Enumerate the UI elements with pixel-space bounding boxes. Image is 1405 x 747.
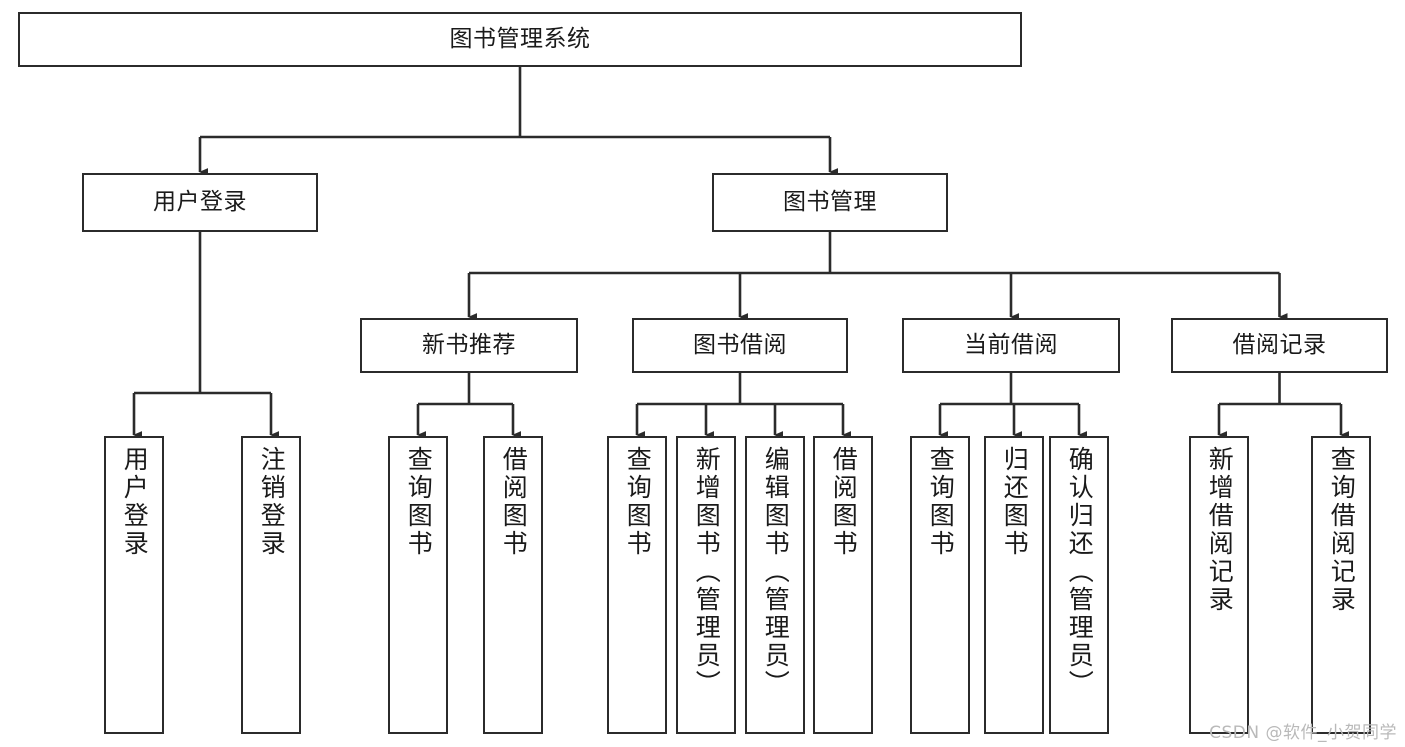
node-label-leaf-borrow-book-1: 借阅图书	[499, 446, 529, 558]
node-label-current-borrow: 当前借阅	[964, 331, 1058, 358]
node-label-leaf-query-book-3: 查询图书	[926, 446, 956, 558]
node-current-borrow[interactable]: 当前借阅	[902, 318, 1120, 373]
node-label-user-login: 用户登录	[153, 188, 247, 215]
node-book-manage[interactable]: 图书管理	[712, 173, 948, 232]
node-label-new-book-rec: 新书推荐	[422, 331, 516, 358]
node-leaf-user-login[interactable]: 用户登录	[104, 436, 164, 734]
node-leaf-add-record[interactable]: 新增借阅记录	[1189, 436, 1249, 734]
node-label-leaf-query-book-2: 查询图书	[623, 446, 653, 558]
node-label-leaf-query-record: 查询借阅记录	[1327, 446, 1357, 614]
node-label-leaf-add-book: 新增图书（管理员）	[692, 446, 722, 698]
node-leaf-confirm-return[interactable]: 确认归还（管理员）	[1049, 436, 1109, 734]
node-label-leaf-logout: 注销登录	[257, 446, 287, 558]
node-borrow-record[interactable]: 借阅记录	[1171, 318, 1388, 373]
node-label-root: 图书管理系统	[449, 25, 591, 52]
node-leaf-query-book-3[interactable]: 查询图书	[910, 436, 970, 734]
node-leaf-query-record[interactable]: 查询借阅记录	[1311, 436, 1371, 734]
node-label-borrow-record: 借阅记录	[1232, 331, 1327, 358]
node-leaf-query-book-2[interactable]: 查询图书	[607, 436, 667, 734]
node-leaf-query-book-1[interactable]: 查询图书	[388, 436, 448, 734]
node-label-leaf-confirm-return: 确认归还（管理员）	[1065, 446, 1095, 698]
node-leaf-borrow-book-2[interactable]: 借阅图书	[813, 436, 873, 734]
node-leaf-edit-book[interactable]: 编辑图书（管理员）	[745, 436, 805, 734]
node-leaf-borrow-book-1[interactable]: 借阅图书	[483, 436, 543, 734]
node-label-book-borrow: 图书借阅	[693, 331, 787, 358]
node-leaf-add-book[interactable]: 新增图书（管理员）	[676, 436, 736, 734]
node-new-book-rec[interactable]: 新书推荐	[360, 318, 578, 373]
node-label-leaf-add-record: 新增借阅记录	[1205, 446, 1235, 614]
node-label-leaf-edit-book: 编辑图书（管理员）	[761, 446, 791, 698]
node-leaf-logout[interactable]: 注销登录	[241, 436, 301, 734]
node-label-leaf-user-login: 用户登录	[120, 446, 150, 558]
node-label-leaf-return-book: 归还图书	[1000, 446, 1030, 558]
node-leaf-return-book[interactable]: 归还图书	[984, 436, 1044, 734]
csdn-watermark: CSDN @软件_小贺同学	[1209, 723, 1397, 743]
node-root[interactable]: 图书管理系统	[18, 12, 1022, 67]
node-book-borrow[interactable]: 图书借阅	[632, 318, 848, 373]
node-user-login[interactable]: 用户登录	[82, 173, 318, 232]
node-label-leaf-query-book-1: 查询图书	[404, 446, 434, 558]
node-label-book-manage: 图书管理	[783, 188, 877, 215]
node-label-leaf-borrow-book-2: 借阅图书	[829, 446, 859, 558]
